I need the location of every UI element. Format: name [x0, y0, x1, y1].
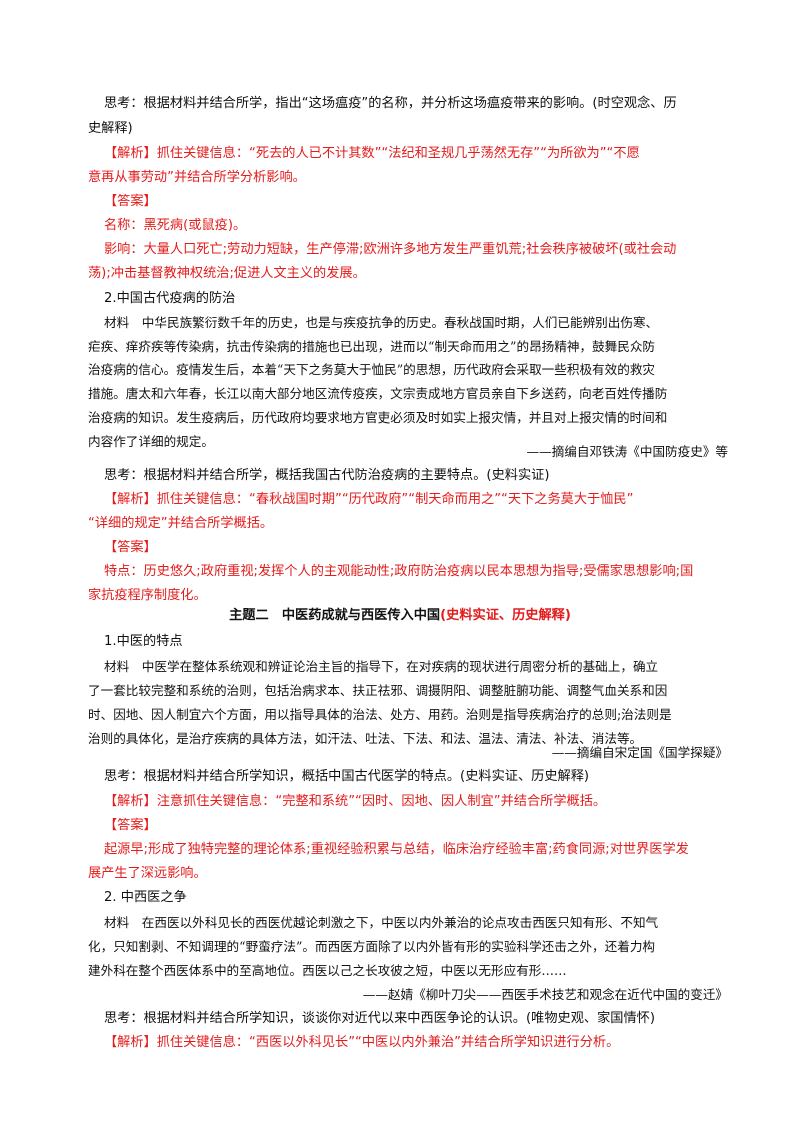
answer-2: 特点：历史悠久;政府重视;发挥个人的主观能动性;政府防治疫病以民本思想为指导;受… [104, 564, 694, 579]
think-question-1-cont: 史解释) [88, 121, 133, 136]
material-line: 治则的具体化，是治疗疾病的具体方法，如汗法、吐法、下法、和法、温法、清法、补法、… [88, 731, 643, 746]
think-question-2: 思考：根据材料并结合所学，概括我国古代防治疫病的主要特点。(史料实证) [104, 468, 550, 483]
section-heading-ancient-epidemic: 2.中国古代疫病的防治 [104, 291, 236, 306]
material-line: 化，只知割剥、不知调理的“野蛮疗法”。而西医方面除了以内外皆有形的实验科学还击之… [88, 939, 656, 954]
think-question-1: 思考：根据材料并结合所学，指出“这场瘟疫”的名称，并分析这场瘟疫带来的影响。(时… [104, 96, 677, 111]
material-line: 疟疾、痒疥疾等传染病，抗击传染病的措施也已出现，进而以“制天命而用之”的昂扬精神… [88, 339, 656, 354]
analysis-1-cont: 意再从事劳动”并结合所学分析影响。 [88, 170, 306, 185]
material-line: 了一套比较完整和系统的治则，包括治病求本、扶正祛邪、调摄阴阳、调整脏腑功能、调整… [88, 683, 668, 698]
material-line: 内容作了详细的规定。 [88, 434, 214, 449]
think-question-4: 思考：根据材料并结合所学知识，谈谈你对近代以来中西医争论的认识。(唯物史观、家国… [104, 1011, 655, 1026]
analysis-2: 【解析】抓住关键信息：“春秋战国时期”“历代政府”“制天命而用之”“天下之务莫大… [104, 492, 634, 507]
material-line: 时、因地、因人制宜六个方面，用以指导具体的治法、处方、用药。治则是指导疾病治疗的… [88, 707, 672, 722]
think-question-3: 思考：根据材料并结合所学知识，概括中国古代医学的特点。(史料实证、历史解释) [104, 769, 590, 784]
analysis-1: 【解析】抓住关键信息：“死去的人已不计其数”“法纪和圣规几乎荡然无存”“为所欲为… [104, 146, 640, 161]
answer-3-cont: 展产生了深远影响。 [88, 866, 207, 881]
material-line: 材料 中华民族繁衍数千年的历史，也是与疾疫抗争的历史。春秋战国时期，人们已能辨别… [104, 315, 659, 330]
analysis-4: 【解析】抓住关键信息：“西医以外科见长”“中医以内外兼治”并结合所学知识进行分析… [104, 1035, 620, 1050]
answer-label-2: 【答案】 [104, 540, 157, 555]
answer-2-cont: 家抗疫程序制度化。 [88, 588, 207, 603]
material-line: 治疫病的知识。发生疫病后，历代政府均要求地方官吏必须及时如实上报灾情，并且对上报… [88, 410, 668, 425]
answer-label-3: 【答案】 [104, 818, 157, 833]
material-source: ——赵婧《柳叶刀尖——西医手术技艺和观念在近代中国的变迁》 [362, 987, 728, 1002]
material-line: 材料 在西医以外科见长的西医优越论刺激之下，中医以内外兼治的论点攻击西医只知有形… [104, 915, 659, 930]
topic-title-tags: (史料实证、历史解释) [440, 608, 571, 623]
answer-3: 起源早;形成了独特完整的理论体系;重视经验积累与总结，临床治疗经验丰富;药食同源… [104, 842, 689, 857]
material-line: 措施。唐太和六年春，长江以南大部分地区流传疫疾，文宗责成地方官员亲自下乡送药，向… [88, 386, 668, 401]
answer-1-impact-cont: 荡);冲击基督教神权统治;促进人文主义的发展。 [88, 266, 366, 281]
material-line: 建外科在整个西医体系中的至高地位。西医以己之长攻彼之短，中医以无形应有形…… [88, 963, 567, 978]
answer-1-name: 名称：黑死病(或鼠疫)。 [104, 218, 247, 233]
analysis-3: 【解析】注意抓住关键信息：“完整和系统”“因时、因地、因人制宜”并结合所学概括。 [104, 794, 607, 809]
material-line: 材料 中医学在整体系统观和辨证论治主旨的指导下，在对疾病的现状进行周密分析的基础… [104, 659, 659, 674]
material-source: ——摘编自邓铁涛《中国防疫史》等 [526, 444, 729, 459]
answer-1-impact: 影响：大量人口死亡;劳动力短缺，生产停滞;欧洲许多地方发生严重饥荒;社会秩序被破… [104, 242, 677, 257]
answer-label-1: 【答案】 [104, 194, 157, 209]
material-line: 治疫病的信心。疫情发生后，本着“天下之务莫大于恤民”的思想，历代政府会采取一些积… [88, 362, 656, 377]
material-source: ——摘编自宋定国《国学探疑》 [551, 745, 728, 760]
analysis-2-cont: “详细的规定”并结合所学概括。 [88, 516, 274, 531]
topic-title-main: 主题二 中医药成就与西医传入中国 [229, 608, 441, 623]
section-heading-tcm-features: 1.中医的特点 [104, 634, 183, 649]
topic-title: 主题二 中医药成就与西医传入中国(史料实证、历史解释) [0, 606, 800, 626]
section-heading-tcm-vs-western: 2. 中西医之争 [104, 890, 187, 905]
